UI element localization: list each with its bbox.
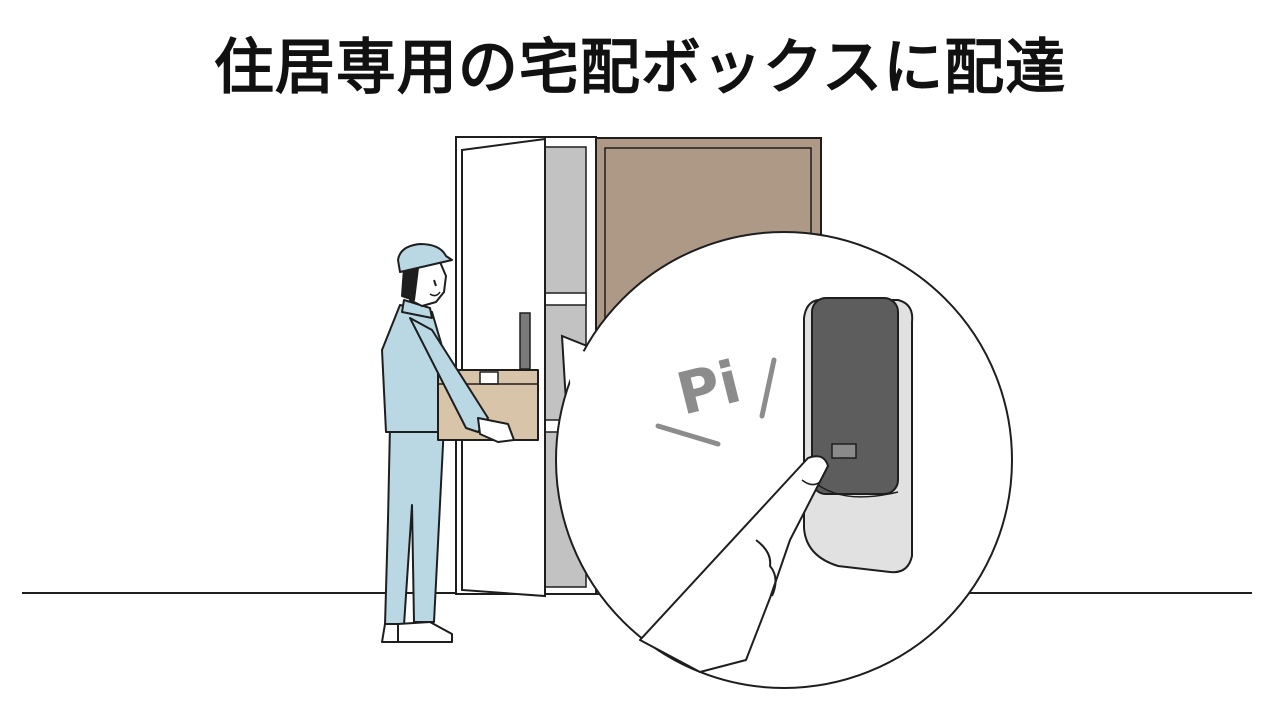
worker-shoe-front — [397, 621, 453, 643]
sound-mark-left — [655, 423, 721, 447]
worker-cap — [397, 243, 453, 273]
parcel-box-open-door — [461, 137, 546, 598]
sound-mark-right — [759, 357, 777, 419]
finger — [639, 455, 829, 673]
door-handle — [519, 312, 531, 370]
page-title: 住居専用の宅配ボックスに配達 — [213, 33, 1067, 103]
delivery-worker — [381, 243, 539, 643]
callout-circle — [555, 231, 1013, 689]
zoom-callout: Pi — [555, 231, 1013, 689]
worker-hair — [401, 267, 419, 301]
worker-legs — [384, 424, 445, 626]
keypad-sensor — [831, 443, 857, 459]
worker-hand — [477, 417, 515, 443]
